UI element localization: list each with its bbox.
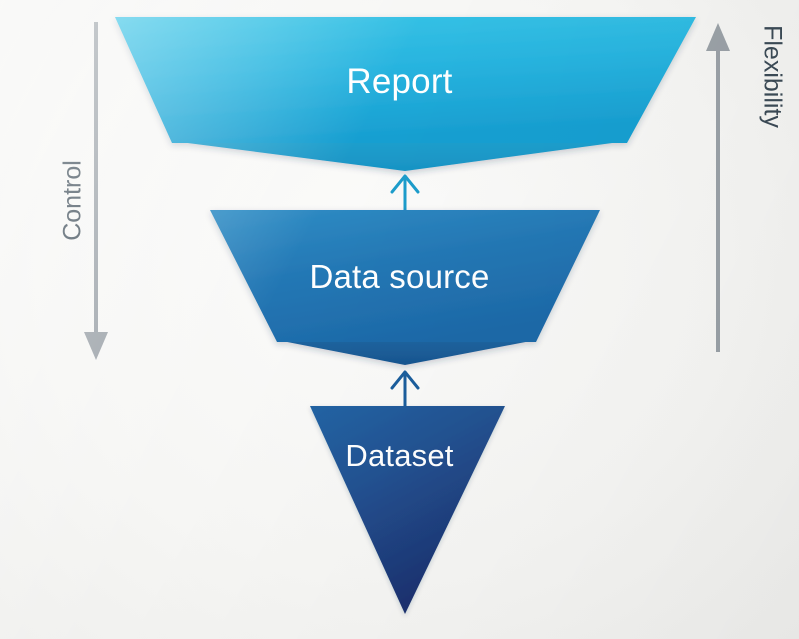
axis-label-flexibility: Flexibility [758,25,787,128]
stage-label-dataset: Dataset [345,438,454,473]
stage-report[interactable] [115,17,696,171]
stage-data-source-body [210,210,600,342]
stage-report-notch [172,141,627,171]
stage-label-data-source: Data source [309,258,490,295]
axis-arrow-flexibility [706,23,730,352]
stage-label-report: Report [346,62,453,101]
axis-arrow-control [84,22,108,360]
axis-label-control: Control [58,160,87,241]
flow-arrow-dataset-to-data-source [390,370,420,411]
stage-data-source[interactable] [210,210,600,365]
stage-report-body [115,17,696,143]
flow-arrow-data-source-to-report [390,174,420,216]
stage-data-source-notch [277,340,536,365]
stage-dataset-body [310,406,505,614]
stage-dataset[interactable] [310,406,505,614]
